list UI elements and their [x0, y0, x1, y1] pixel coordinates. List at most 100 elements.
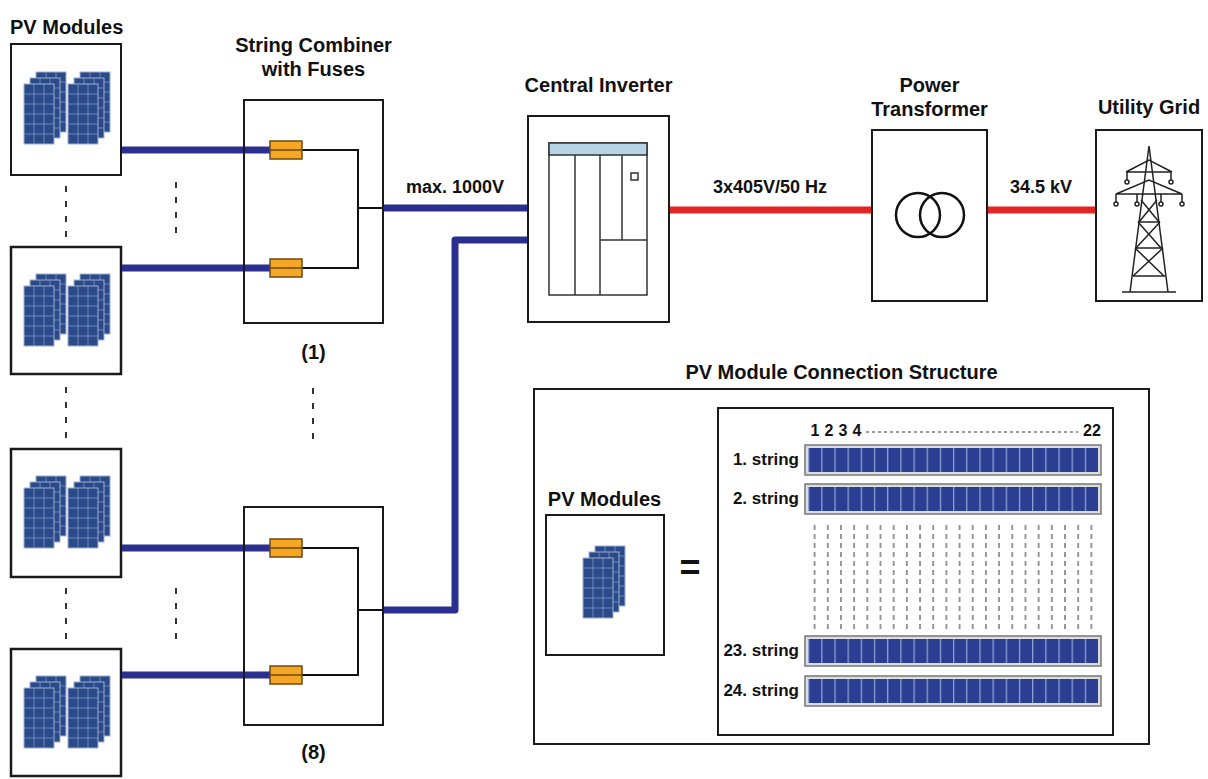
- string-label: 2. string: [733, 489, 799, 509]
- fuse-elements: [270, 267, 302, 269]
- pv-module-icons: [24, 476, 66, 548]
- dc-string-wires: [243, 147, 270, 154]
- pylon-symbol: [1116, 160, 1182, 194]
- pv-module-boxes: [11, 247, 121, 776]
- pv-module-icons: [68, 676, 110, 748]
- node-heading: Utility Grid: [1098, 95, 1200, 119]
- string-panel: [805, 636, 1101, 666]
- transformer-symbol: [896, 193, 940, 237]
- pylon-symbol: [1159, 202, 1163, 206]
- edge-label: 3x405V/50 Hz: [711, 178, 829, 198]
- string-panel: [805, 676, 1101, 706]
- string-panel: [808, 525, 1098, 629]
- module-number: 22: [1083, 422, 1101, 440]
- ellipsis-dashes: [65, 588, 67, 642]
- ac-cable: [670, 207, 871, 214]
- string-panel: [808, 487, 1098, 511]
- module-number: 1: [811, 422, 820, 440]
- ellipsis-dashes: [65, 387, 67, 442]
- dc-string-wires: [122, 265, 270, 272]
- fuse-symbols: [270, 141, 302, 684]
- inverter-symbol: [631, 173, 638, 180]
- edge-label: 34.5 kV: [1008, 178, 1074, 198]
- dc-string-wires: [122, 545, 270, 552]
- pv-module-icons: [68, 274, 110, 346]
- combiner-inner-wires: [358, 207, 384, 209]
- pv-module-boxes: [11, 449, 121, 577]
- pylon-symbol: [1135, 202, 1139, 206]
- edge-label: max. 1000V: [404, 178, 506, 198]
- ellipsis-dashes: [65, 186, 67, 240]
- dc-string-wires: [122, 672, 270, 679]
- pv-module-icons: [68, 72, 110, 144]
- transformer-symbol: [920, 193, 964, 237]
- inverter-symbol: [549, 143, 647, 295]
- fuse-elements: [270, 150, 302, 675]
- ellipsis-dashes: [175, 182, 177, 238]
- module-number: 3: [839, 422, 848, 440]
- pylon-symbol: [1130, 146, 1168, 292]
- string-label: 1. string: [733, 450, 799, 470]
- combiner-box: (8): [243, 506, 384, 726]
- transformer-box: Power Transformer: [871, 129, 988, 302]
- ac-cable: [988, 207, 1095, 214]
- ellipsis-dashes: [175, 588, 177, 644]
- string-label: 24. string: [723, 681, 799, 701]
- ellipsis-dashes: [312, 388, 314, 446]
- fuse-symbols: [270, 141, 302, 159]
- pv-module-boxes: [11, 649, 121, 776]
- pylon-symbol: [1169, 180, 1173, 184]
- string-label: 23. string: [723, 641, 799, 661]
- pv-module-icons: [583, 546, 625, 618]
- pylon-symbol: [1180, 202, 1184, 206]
- dc-cable: [122, 147, 243, 154]
- pylon-symbol: [1122, 291, 1176, 293]
- node-heading: PV Modules: [548, 487, 661, 511]
- callout-number: (1): [301, 340, 325, 364]
- node-heading: PV Modules: [10, 15, 123, 39]
- node-heading: Central Inverter: [525, 73, 673, 97]
- fuse-elements: [270, 674, 302, 676]
- module-number: 2: [825, 422, 834, 440]
- grid-box: Utility Grid: [1095, 129, 1203, 302]
- inverter-symbol: [549, 143, 647, 295]
- dc-cable: [384, 240, 527, 610]
- inverter-box: Central Inverter: [527, 115, 670, 323]
- pv-module-box: PV Modules: [545, 514, 665, 656]
- fuse-elements: [270, 149, 302, 151]
- combiner-inner-wires: [302, 548, 358, 675]
- string-panel: [808, 448, 1098, 472]
- fuse-symbols: [270, 666, 302, 684]
- pv-module-icons: [24, 676, 66, 748]
- combiner-box: String Combiner with Fuses(1): [243, 99, 384, 324]
- pylon-symbol: [1133, 222, 1165, 276]
- node-heading: String Combiner with Fuses: [226, 33, 401, 81]
- equals-sign: =: [679, 547, 700, 588]
- pylon-symbol: [1116, 172, 1182, 202]
- pylon-symbol: [1125, 180, 1129, 184]
- pv-module-icons: [24, 274, 66, 346]
- pv-module-box: PV Modules: [10, 43, 122, 176]
- node-heading: Power Transformer: [862, 73, 997, 121]
- string-panel: [808, 639, 1098, 663]
- pv-module-icons: [24, 72, 66, 144]
- combiner-inner-wires: [302, 150, 384, 675]
- string-panel: [805, 445, 1101, 475]
- combiner-inner-wires: [358, 609, 384, 611]
- node-heading: (8): [301, 740, 325, 764]
- pylon-symbol: [1114, 202, 1118, 206]
- fuse-elements: [270, 547, 302, 549]
- string-panel: [805, 484, 1101, 514]
- module-number: 4: [853, 422, 862, 440]
- string-panel: [718, 408, 1113, 735]
- ellipsis-dashes: [66, 182, 313, 644]
- string-panel: [808, 679, 1098, 703]
- string-panel: [718, 408, 1113, 735]
- pylon-symbol: [1133, 200, 1164, 276]
- dc-string-wires: [122, 150, 270, 675]
- transformer-symbol: [896, 193, 964, 237]
- structure-panel: PV ModulesPV Module Connection Structure: [533, 388, 1150, 745]
- combiner-inner-wires: [302, 150, 358, 268]
- string-panel: [866, 431, 1078, 432]
